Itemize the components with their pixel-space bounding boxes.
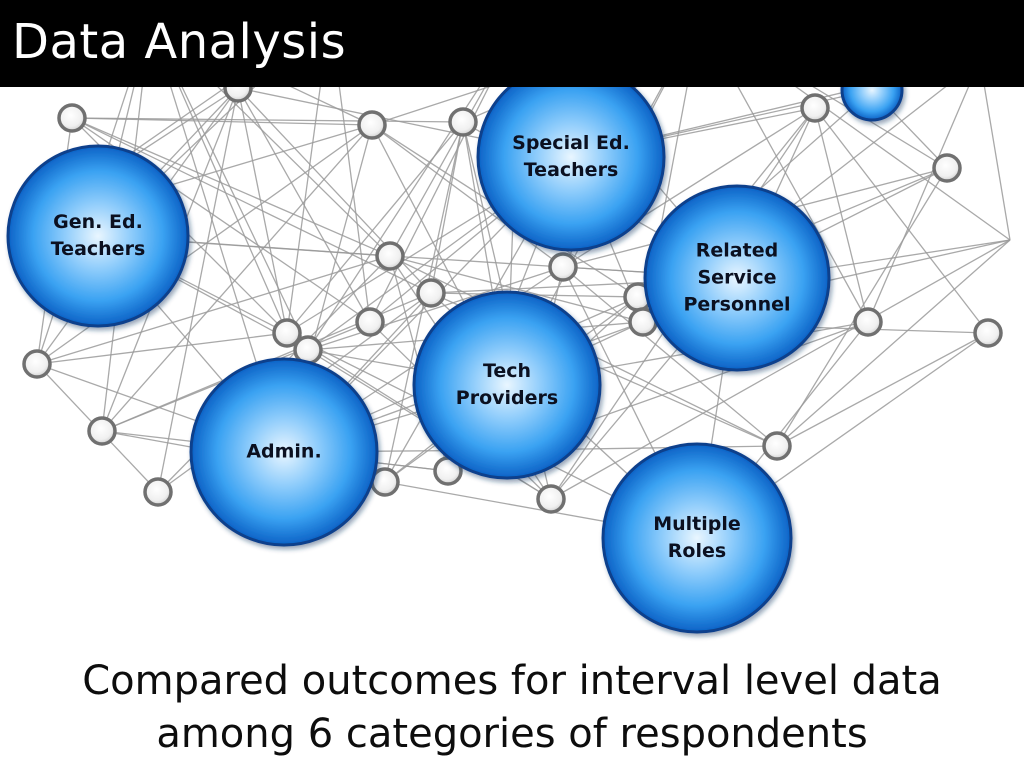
small-node [973,318,1003,348]
hub-special-ed-teachers: Special Ed. Teachers [476,62,666,252]
network-edge [550,239,1011,500]
hub-circle [6,144,190,328]
network-edge [157,87,239,493]
network-edge [389,255,644,323]
network-edge [776,239,1011,447]
network-edge [430,121,464,294]
small-node [932,153,962,183]
hub-circle [643,184,831,372]
small-node [87,416,117,446]
network-edge [776,332,989,447]
hub-circle [476,62,666,252]
caption-line-2: among 6 categories of respondents [156,711,868,757]
small-node [800,93,830,123]
small-node [357,110,387,140]
network-edge [776,167,948,447]
network-edge [71,117,432,294]
hub-circle [601,442,793,634]
caption-line-1: Compared outcomes for interval level dat… [82,658,942,704]
hub-label: Service [698,267,777,289]
hub-label: Teachers [524,159,619,181]
slide-caption: Compared outcomes for interval level dat… [0,655,1024,761]
small-nodes [22,73,1003,514]
hub-label: Teachers [51,238,146,260]
network-edge [814,107,869,323]
small-node [272,318,302,348]
small-node [57,103,87,133]
hub-label: Admin. [246,441,321,463]
small-node [22,349,52,379]
hub-label: Providers [456,387,558,409]
network-edge [979,59,1011,241]
title-bar: Data Analysis [0,0,1024,87]
network-edge [36,255,391,365]
small-node [355,307,385,337]
network-edge [237,87,288,334]
network-edge [36,332,288,365]
network-edge [814,107,989,334]
network-edge [371,124,564,268]
small-node [416,278,446,308]
hub-label: Gen. Ed. [53,211,143,233]
hub-circle [412,290,602,480]
hub-label: Special Ed. [512,132,630,154]
network-edge [71,117,391,257]
hub-admin: Admin. [189,357,379,547]
network-edge [307,266,564,351]
small-node [762,431,792,461]
small-node [536,484,566,514]
hub-label: Roles [668,540,726,562]
hub-label: Personnel [684,294,791,316]
network-edge [101,124,373,432]
small-node [375,241,405,271]
small-node [143,477,173,507]
network-edge [867,59,981,323]
slide-title: Data Analysis [12,14,347,70]
hub-gen-ed-teachers: Gen. Ed. Teachers [6,144,190,328]
hub-label: Related [696,240,778,262]
network-edge [71,117,373,126]
hub-label: Tech [483,360,531,382]
hub-label: Multiple [653,513,741,535]
small-node [853,307,883,337]
small-node [548,252,578,282]
hub-circle [189,357,379,547]
small-node [448,107,478,137]
